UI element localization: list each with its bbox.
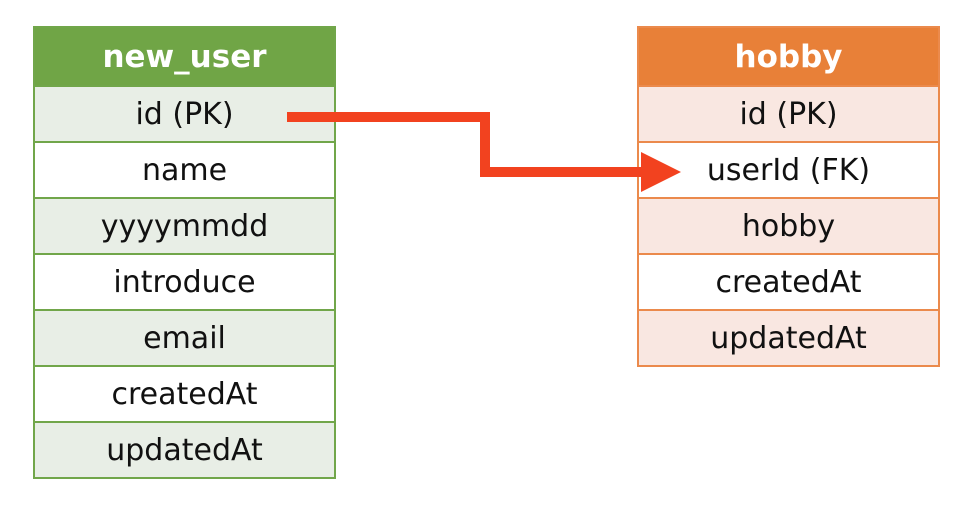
new-user-field-name: name bbox=[35, 141, 334, 197]
new-user-field-id: id (PK) bbox=[35, 85, 334, 141]
hobby-table: hobby id (PK) userId (FK) hobby createdA… bbox=[637, 26, 940, 367]
new-user-table-title: new_user bbox=[35, 28, 334, 85]
new-user-field-email: email bbox=[35, 309, 334, 365]
new-user-table: new_user id (PK) name yyyymmdd introduce… bbox=[33, 26, 336, 479]
hobby-field-id: id (PK) bbox=[639, 85, 938, 141]
hobby-field-updatedat: updatedAt bbox=[639, 309, 938, 365]
new-user-field-introduce: introduce bbox=[35, 253, 334, 309]
new-user-field-yyyymmdd: yyyymmdd bbox=[35, 197, 334, 253]
hobby-table-title: hobby bbox=[639, 28, 938, 85]
hobby-field-createdat: createdAt bbox=[639, 253, 938, 309]
foreign-key-arrow-line bbox=[287, 112, 645, 177]
new-user-field-createdat: createdAt bbox=[35, 365, 334, 421]
hobby-field-userid: userId (FK) bbox=[639, 141, 938, 197]
new-user-field-updatedat: updatedAt bbox=[35, 421, 334, 477]
hobby-field-hobby: hobby bbox=[639, 197, 938, 253]
